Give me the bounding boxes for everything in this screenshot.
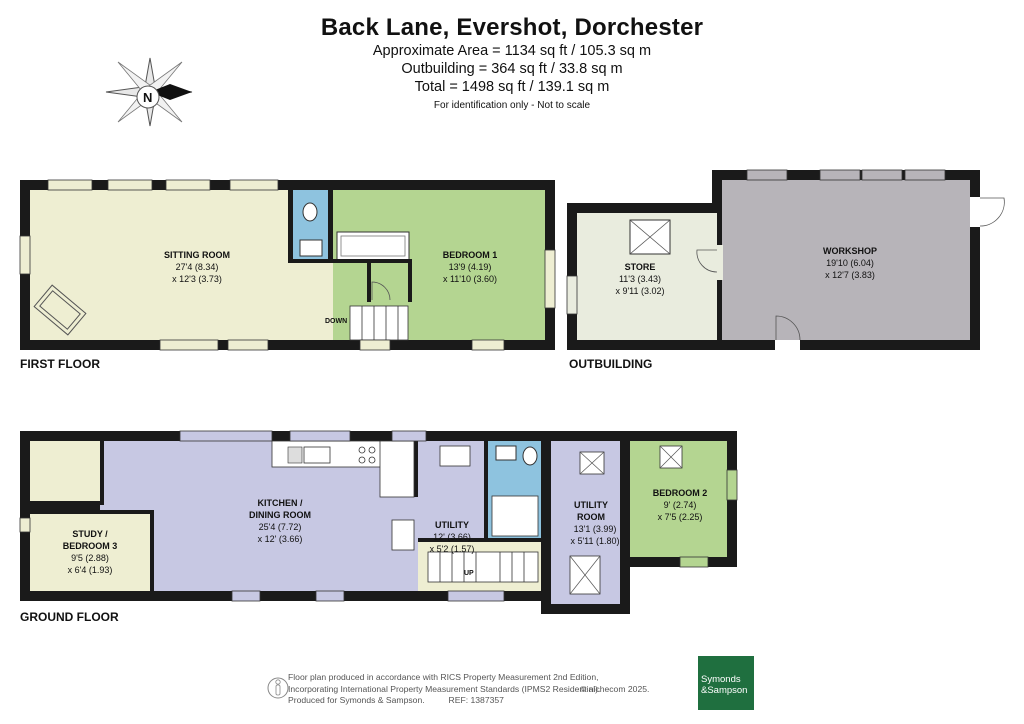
ground-floor-plan — [19, 430, 738, 614]
bedroom-2-name: BEDROOM 2 — [653, 488, 708, 498]
footer-disclaimer: Floor plan produced in accordance with R… — [288, 672, 600, 707]
sitting-room-dim1: 27'4 (8.34) — [176, 262, 219, 272]
approximate-area: Approximate Area = 1134 sq ft / 105.3 sq… — [372, 43, 652, 59]
workshop-dim1: 19'10 (6.04) — [826, 258, 874, 268]
brand-logo: Symonds &Sampson — [698, 656, 754, 710]
total-area: Total = 1498 sq ft / 139.1 sq m — [414, 79, 610, 95]
study-name-2: BEDROOM 3 — [63, 541, 118, 551]
footer-line-3: Produced for Symonds & Sampson. REF: 138… — [288, 695, 600, 707]
plan-title: Back Lane, Evershot, Dorchester — [320, 14, 704, 41]
store-dim1: 11'3 (3.43) — [619, 274, 661, 284]
study-dim1: 9'5 (2.88) — [71, 553, 109, 563]
stairs-up-label: UP — [464, 570, 474, 577]
footer-ref: REF: 1387357 — [448, 695, 504, 705]
bedroom-2-dim1: 9' (2.74) — [664, 500, 697, 510]
workshop-name: WORKSHOP — [823, 246, 877, 256]
store-name: STORE — [625, 262, 656, 272]
sitting-room-name: SITTING ROOM — [164, 250, 230, 260]
study-name-1: STUDY / — [72, 529, 108, 539]
study-dim2: x 6'4 (1.93) — [68, 565, 113, 575]
footer-line-1: Floor plan produced in accordance with R… — [288, 672, 599, 682]
utility-room-dim1: 13'1 (3.99) — [574, 524, 617, 534]
sitting-room-dim2: x 12'3 (3.73) — [172, 274, 222, 284]
first-floor-label: FIRST FLOOR — [20, 357, 100, 371]
stairs-down-label: DOWN — [325, 318, 347, 325]
identification-note: For identification only - Not to scale — [433, 100, 591, 111]
ground-floor-label: GROUND FLOOR — [20, 610, 119, 624]
person-icon — [267, 677, 289, 699]
workshop-dim2: x 12'7 (3.83) — [825, 270, 875, 280]
first-floor-plan — [19, 179, 556, 351]
bedroom-1-dim1: 13'9 (4.19) — [449, 262, 492, 272]
logo-line-1: Symonds — [701, 674, 741, 685]
kitchen-dim1: 25'4 (7.72) — [259, 522, 302, 532]
bedroom-2-dim2: x 7'5 (2.25) — [658, 512, 703, 522]
utility-room-name-1: UTILITY — [574, 500, 608, 510]
utility-room-name-2: ROOM — [577, 512, 605, 522]
kitchen-name-2: DINING ROOM — [249, 510, 311, 520]
outbuilding-area: Outbuilding = 364 sq ft / 33.8 sq m — [401, 61, 623, 77]
outbuilding-label: OUTBUILDING — [569, 357, 652, 371]
utility-name: UTILITY — [435, 520, 469, 530]
bedroom-1-name: BEDROOM 1 — [443, 250, 498, 260]
bedroom-1-dim2: x 11'10 (3.60) — [443, 274, 497, 284]
utility-room-dim2: x 5'11 (1.80) — [570, 536, 619, 546]
utility-dim2: x 5'2 (1.57) — [430, 544, 475, 554]
store-dim2: x 9'11 (3.02) — [615, 286, 664, 296]
kitchen-dim2: x 12' (3.66) — [258, 534, 303, 544]
copyright: © nichecom 2025. — [580, 684, 650, 694]
compass-north-label: N — [143, 90, 152, 105]
footer-line-2: Incorporating International Property Mea… — [288, 683, 601, 694]
outbuilding-plan — [566, 169, 1005, 350]
logo-line-2: &Sampson — [701, 685, 748, 696]
kitchen-name-1: KITCHEN / — [258, 498, 303, 508]
utility-dim1: 12' (3.66) — [433, 532, 471, 542]
footer-produced: Produced for Symonds & Sampson. — [288, 695, 425, 705]
compass-icon: N — [105, 57, 193, 127]
